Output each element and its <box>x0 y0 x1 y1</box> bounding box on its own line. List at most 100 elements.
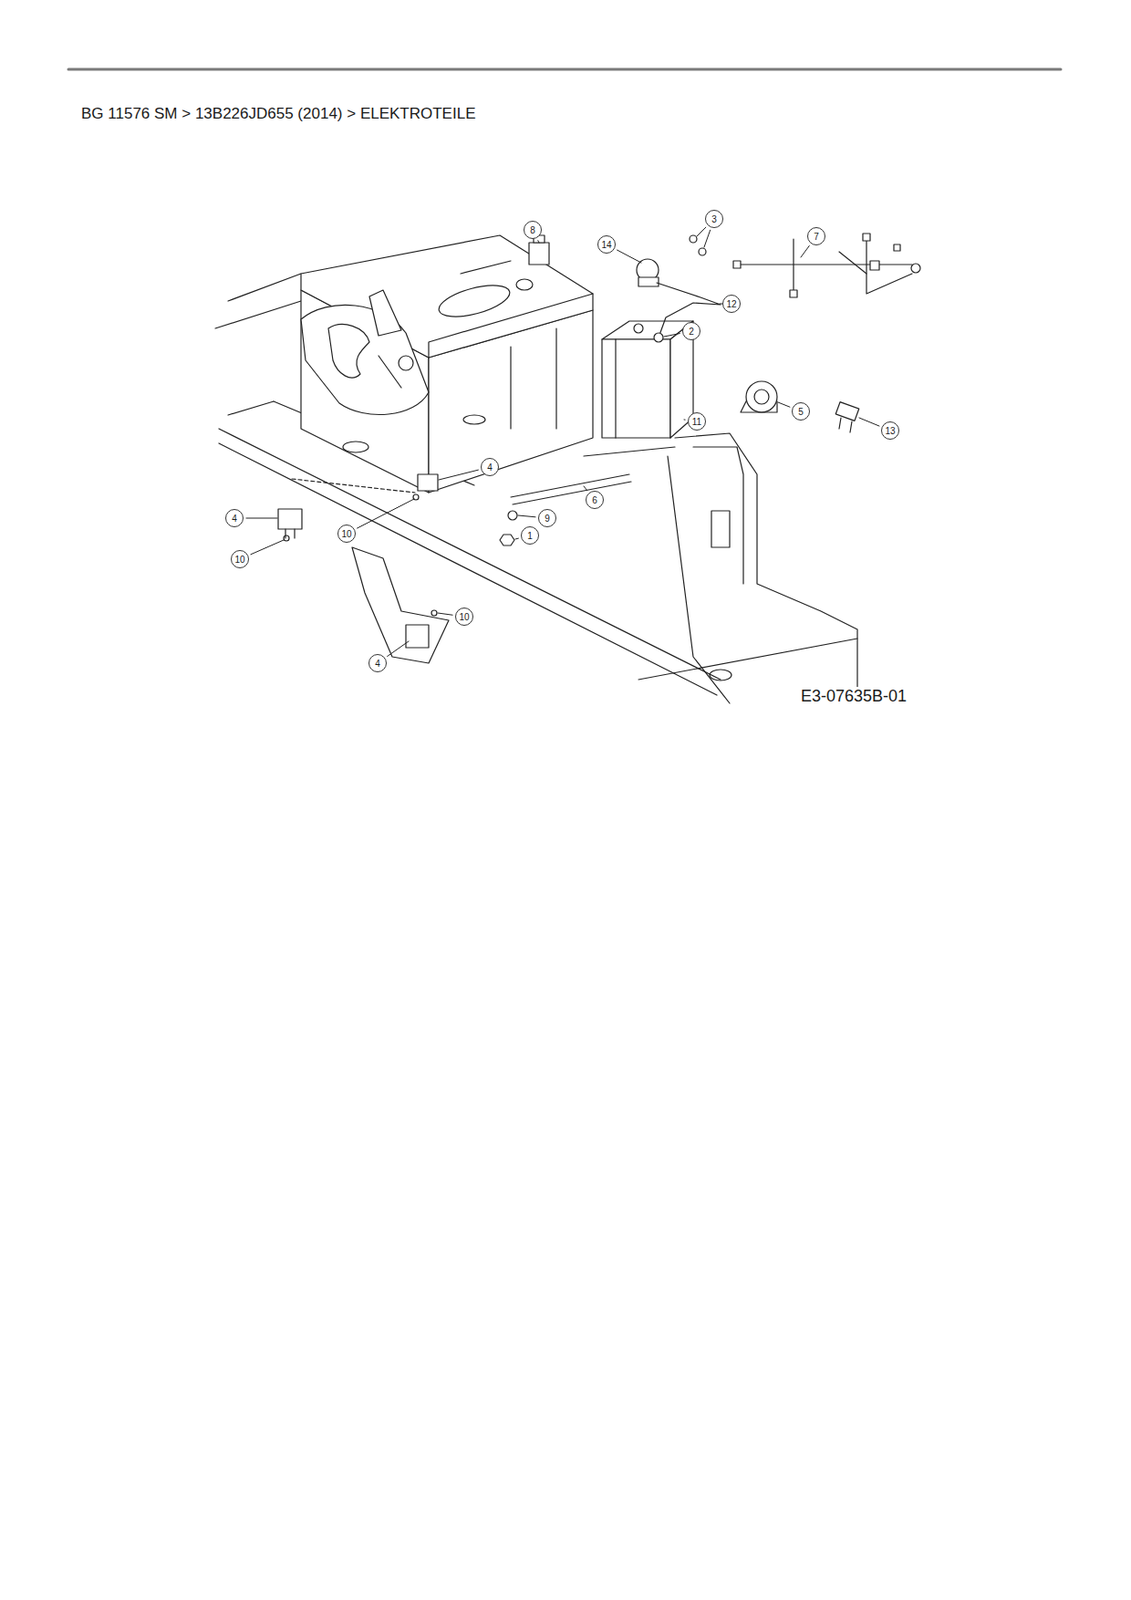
callout-number: 13 <box>881 421 900 440</box>
fuse <box>835 402 859 433</box>
battery <box>601 321 694 438</box>
rear-chassis <box>460 260 511 274</box>
hardware <box>499 510 518 546</box>
front-frame <box>693 446 744 584</box>
interlock-bracket <box>405 624 429 648</box>
solenoid <box>698 248 706 256</box>
callout-number: 4 <box>480 457 499 477</box>
seat-hinge-plate <box>398 355 414 371</box>
front-frame <box>709 669 732 681</box>
leader-line <box>859 417 880 426</box>
wiring-harness <box>792 238 794 294</box>
mid-switch <box>417 474 438 491</box>
battery <box>634 324 643 333</box>
pto-switch <box>746 381 778 413</box>
leader-line <box>518 515 536 518</box>
leader-line <box>538 240 540 243</box>
battery-strap <box>512 481 632 505</box>
seat-switch <box>285 529 295 539</box>
mid-switch <box>413 474 438 500</box>
leader-line <box>684 419 685 421</box>
leader-line <box>704 229 711 248</box>
battery-strap <box>583 446 675 457</box>
fuse <box>835 402 859 422</box>
solenoid <box>636 235 706 287</box>
seat-switch <box>278 508 302 541</box>
hardware <box>508 510 518 520</box>
fuse <box>839 417 841 429</box>
leader-line <box>437 612 453 615</box>
callout-number: 10 <box>230 549 250 569</box>
callout-number: 11 <box>687 412 706 431</box>
seat-hinge-plate <box>328 324 370 378</box>
callout-number: 2 <box>682 321 701 341</box>
front-frame <box>638 433 858 704</box>
solenoid <box>638 277 659 287</box>
seat-switch <box>283 535 290 541</box>
wiring-harness <box>733 233 921 298</box>
rear-chassis <box>435 279 514 323</box>
leader-line <box>778 402 790 407</box>
frame-rail <box>228 401 274 416</box>
wiring-harness <box>733 260 741 269</box>
front-frame <box>711 510 730 548</box>
wiring-harness <box>893 244 901 251</box>
rear-chassis <box>300 235 593 493</box>
interlock-bracket <box>352 547 449 664</box>
callout-number: 5 <box>791 402 810 421</box>
leader-lines <box>246 227 880 656</box>
seat-hinge-plate <box>463 415 486 425</box>
callout-number: 3 <box>705 209 724 229</box>
interlock-bracket <box>431 610 437 616</box>
wiring-harness <box>789 290 798 298</box>
leader-line <box>696 227 706 237</box>
seat-hinge-plate <box>342 441 369 453</box>
wiring-harness <box>911 263 921 273</box>
callout-number: 9 <box>538 508 557 528</box>
rear-chassis <box>516 279 533 291</box>
callout-number: 12 <box>722 294 741 313</box>
header-rule <box>68 68 1061 72</box>
key-switch <box>529 235 550 265</box>
seat-hinge-plate <box>300 304 429 415</box>
dashed-guide <box>291 478 416 493</box>
wiring-harness <box>734 263 913 265</box>
wiring-harness <box>839 251 867 274</box>
key-switch <box>529 242 550 265</box>
drawing-number: E3-07635B-01 <box>798 686 909 706</box>
leader-line <box>357 498 415 529</box>
battery-cable <box>653 332 664 343</box>
leader-line <box>250 539 284 555</box>
leader-line <box>800 245 810 258</box>
wiring-harness <box>870 260 880 270</box>
rear-chassis <box>509 346 511 429</box>
callout-number: 14 <box>597 235 616 254</box>
callout-number: 6 <box>585 490 604 509</box>
front-frame <box>638 638 858 680</box>
leader-line <box>438 469 478 480</box>
seat-hinge-plate <box>300 290 486 453</box>
wiring-harness <box>866 238 913 294</box>
interlock-bracket <box>352 547 449 664</box>
leader-line <box>515 538 519 540</box>
callout-number: 1 <box>520 526 540 545</box>
page-title: BG 11576 SM > 13B226JD655 (2014) > ELEKT… <box>81 104 476 124</box>
fuse <box>850 421 852 433</box>
seat-hinge-plate <box>369 290 402 336</box>
frame-rail <box>215 300 301 329</box>
callout-number: 8 <box>523 220 542 239</box>
seat-switch <box>278 508 302 530</box>
seat-hinge-plate <box>378 355 402 388</box>
front-frame <box>674 433 858 704</box>
front-frame <box>667 456 730 704</box>
callout-number: 10 <box>455 607 474 626</box>
leader-line <box>246 518 278 519</box>
pto-switch <box>754 389 769 405</box>
callout-number: 4 <box>225 508 244 528</box>
battery <box>601 339 671 438</box>
leader-line <box>583 486 588 491</box>
hardware <box>499 534 515 546</box>
leader-line <box>664 333 680 337</box>
